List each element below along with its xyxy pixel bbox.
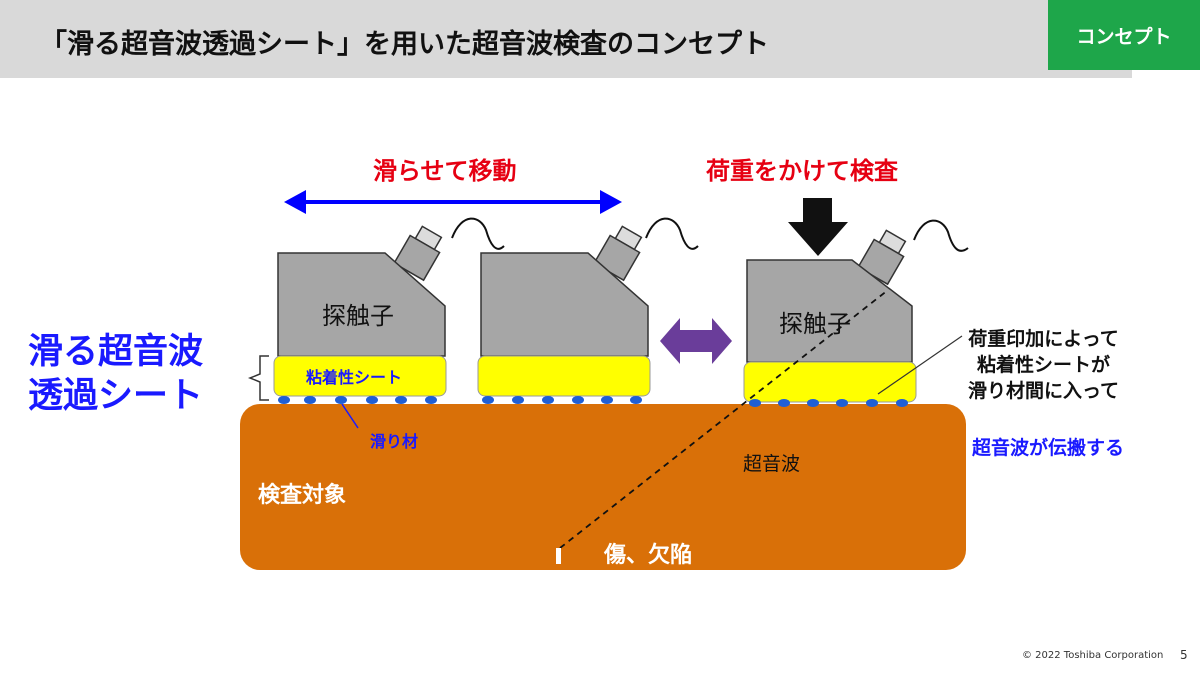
note-line1: 荷重印加によって [968, 328, 1119, 350]
defect-mark [556, 548, 561, 564]
ultrasound-label: 超音波 [743, 453, 801, 475]
probe-3 [743, 219, 969, 403]
probe-3-body [746, 259, 913, 363]
propagation-label: 超音波が伝搬する [972, 437, 1125, 459]
slide-label: 滑らせて移動 [373, 157, 517, 185]
probe-1 [273, 217, 505, 397]
probe-2 [477, 217, 699, 397]
probe-3-cable [913, 219, 969, 252]
page-number: 5 [1180, 648, 1188, 662]
note-text: 荷重印加によって 粘着性シートが 滑り材間に入って [968, 326, 1119, 404]
sheet-title-line1: 滑る超音波 [28, 332, 204, 372]
ultrasound-path [559, 289, 889, 549]
adhesive-sheet-2 [477, 355, 651, 397]
probe-label-3: 探触子 [779, 310, 851, 338]
load-arrow [788, 198, 848, 256]
defect-label: 傷、欠陥 [604, 543, 693, 568]
header-bar [0, 0, 1132, 78]
probe-1-cable [451, 217, 505, 250]
adhesive-label: 粘着性シート [306, 368, 403, 387]
section-tag: コンセプト [1048, 0, 1200, 70]
probe-1-body [277, 252, 446, 357]
probe-label-1: 探触子 [322, 302, 394, 330]
note-line2: 粘着性シートが [977, 354, 1111, 376]
copyright: © 2022 Toshiba Corporation [1022, 650, 1164, 661]
lubricant-label: 滑り材 [370, 432, 419, 451]
adhesive-sheet-1 [273, 355, 447, 397]
probe-2-cable [645, 217, 699, 250]
lubricant-pointer [341, 403, 359, 429]
load-label: 荷重をかけて検査 [706, 157, 898, 185]
lubricant-particles [278, 396, 908, 407]
page-title: 「滑る超音波透過シート」を用いた超音波検査のコンセプト [40, 29, 769, 60]
adhesive-sheet-3 [743, 361, 917, 403]
note-pointer [877, 335, 963, 395]
target-label: 検査対象 [258, 483, 347, 508]
probe-2-body [480, 252, 649, 357]
slide-arrow [284, 190, 622, 214]
sheet-title: 滑る超音波 透過シート [28, 330, 203, 418]
sheet-title-line2: 透過シート [28, 376, 204, 416]
swap-arrow [660, 318, 732, 364]
note-line3: 滑り材間に入って [968, 380, 1120, 402]
sheet-bracket [247, 355, 269, 401]
inspection-target-block [240, 404, 966, 570]
